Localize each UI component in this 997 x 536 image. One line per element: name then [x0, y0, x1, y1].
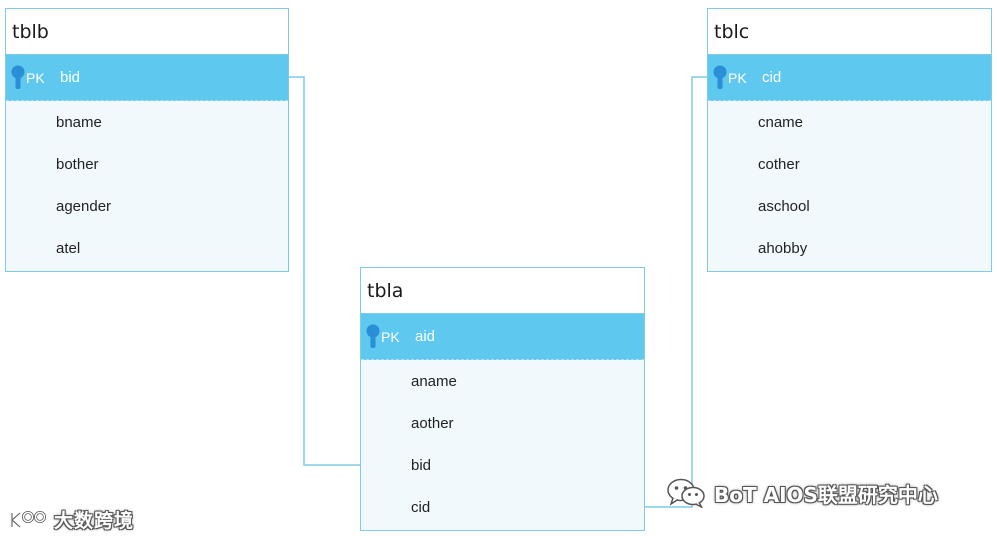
table-tblb[interactable]: tblb PK bid bname bother agender atel	[5, 8, 289, 272]
field-row[interactable]: ahobby	[758, 239, 808, 257]
watermark-logo-icon	[10, 510, 46, 528]
pk-field-name: aid	[415, 328, 436, 345]
table-title: tblc	[708, 9, 991, 55]
primary-key-row[interactable]: PK cid	[708, 55, 991, 101]
relation-line-tblc-cid-to-tbla-cid	[645, 76, 708, 508]
pk-label: PK	[26, 69, 45, 86]
foreign-key-field-row[interactable]: bid	[411, 456, 432, 474]
primary-key-row[interactable]: PK bid	[6, 55, 288, 101]
watermark-right-text: BoT AIOS联盟研究中心	[714, 482, 938, 507]
watermark-left-text: 大数跨境	[54, 510, 135, 532]
table-title: tbla	[361, 268, 644, 314]
field-row[interactable]: cother	[758, 155, 800, 173]
key-icon	[366, 324, 380, 348]
field-row[interactable]: bname	[56, 113, 102, 131]
pk-label: PK	[728, 69, 747, 86]
pk-field-name: bid	[60, 69, 81, 86]
foreign-key-field-row[interactable]: cid	[411, 498, 431, 516]
table-tbla[interactable]: tbla PK aid aname aother bid cid	[360, 267, 645, 531]
primary-key-row[interactable]: PK aid	[361, 314, 644, 360]
wechat-icon	[667, 478, 705, 508]
field-row[interactable]: agender	[56, 197, 112, 215]
table-title: tblb	[6, 9, 288, 55]
field-row[interactable]: atel	[56, 239, 81, 257]
pk-label: PK	[381, 328, 400, 345]
field-row[interactable]: aother	[411, 414, 454, 432]
field-row[interactable]: aname	[411, 372, 457, 390]
key-icon	[11, 65, 25, 89]
watermark-left: 大数跨境	[8, 506, 134, 533]
watermark-right: BoT AIOS联盟研究中心	[666, 478, 938, 508]
relation-line-tblb-bid-to-tbla-bid	[288, 76, 361, 466]
pk-field-name: cid	[762, 69, 782, 86]
table-tblc[interactable]: tblc PK cid cname cother aschool ahobby	[707, 8, 992, 272]
field-row[interactable]: aschool	[758, 197, 810, 215]
field-row[interactable]: bother	[56, 155, 99, 173]
key-icon	[713, 65, 727, 89]
field-row[interactable]: cname	[758, 113, 804, 131]
